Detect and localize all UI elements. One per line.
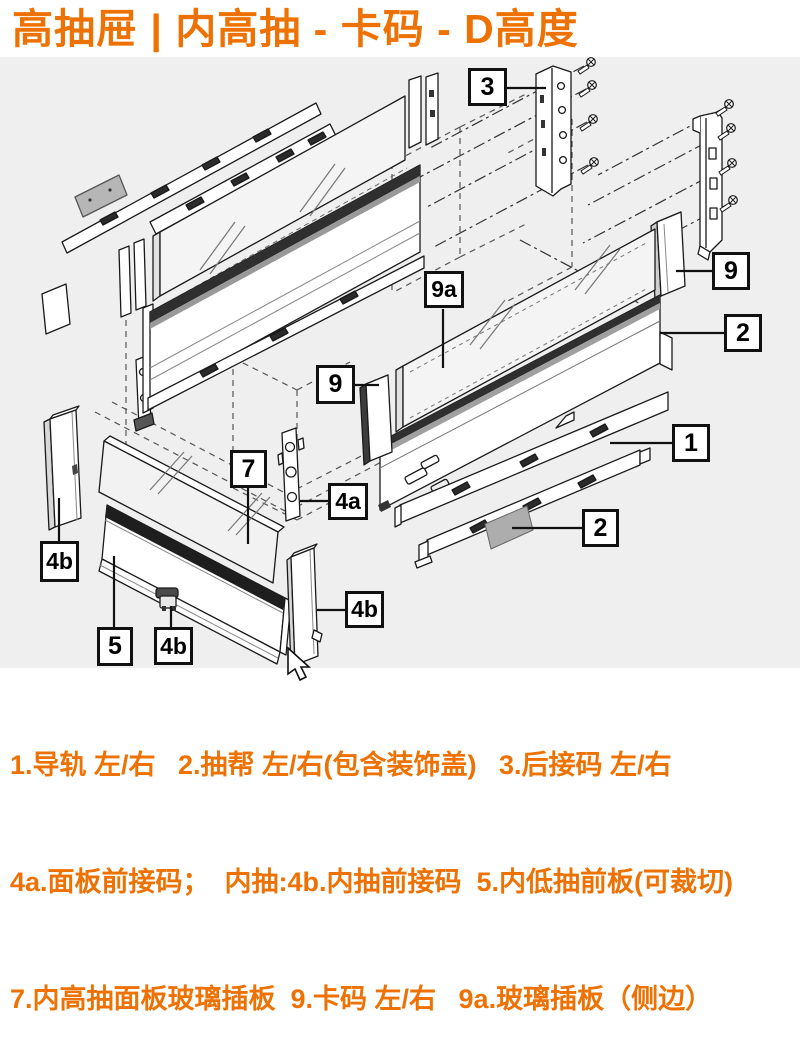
rear-bracket-left	[535, 65, 572, 197]
mounting-plate	[74, 174, 128, 218]
callout-9-top: 9	[712, 252, 750, 290]
side-glass-left	[152, 95, 408, 306]
inner-drawer-assembly	[378, 228, 673, 569]
callout-4b-mid: 4b	[154, 627, 193, 665]
callout-1: 1	[672, 424, 710, 462]
rear-bracket-left-group	[535, 65, 572, 197]
inner-front-panel-5	[98, 504, 292, 665]
decor-cover-plate	[484, 505, 534, 550]
legend-line-3: 7.内高抽面板玻璃插板 9.卡码 左/右 9a.玻璃插板（侧边）	[10, 984, 713, 1014]
callout-2-bottom: 2	[582, 509, 619, 547]
front-glass-insert-7	[98, 435, 285, 584]
callout-2-right: 2	[724, 314, 762, 352]
callout-4b-right: 4b	[345, 591, 384, 628]
page-title: 高抽屉 | 内高抽 - 卡码 - D高度	[12, 6, 579, 52]
drawer-side-panel-right	[378, 294, 673, 512]
callout-3: 3	[468, 68, 507, 106]
callout-4a: 4a	[328, 483, 368, 520]
callout-9a: 9a	[424, 271, 464, 308]
clamp-block-left	[359, 374, 393, 466]
callout-9-mid: 9	[316, 365, 355, 404]
callout-7: 7	[230, 450, 267, 488]
callout-leader-lines	[57, 86, 726, 629]
cabinet-rail-2	[414, 447, 651, 569]
inner-front-bracket-left-4b	[43, 405, 82, 531]
inner-front-parts	[43, 405, 323, 669]
mouse-cursor	[287, 646, 312, 682]
legend-line-2: 4a.面板前接码； 内抽:4b.内抽前接码 5.内低抽前板(可裁切)	[10, 867, 734, 897]
page: { "title": "高抽屉 | 内高抽 - 卡码 - D高度", "colo…	[0, 6, 800, 1014]
exploded-assembly-diagram	[0, 57, 800, 682]
clamp-block-right	[650, 211, 686, 301]
left-drawer-assembly	[41, 72, 439, 432]
runner-rail-1	[394, 391, 669, 528]
drawer-side-panel-left	[142, 164, 425, 414]
callout-4b-left: 4b	[40, 541, 79, 582]
inner-front-clip-4b	[155, 587, 179, 611]
front-bracket-4a	[277, 427, 305, 522]
side-glass-insert-9a	[395, 228, 656, 433]
legend-line-1: 1.导轨 左/右 2.抽帮 左/右(包含装饰盖) 3.后接码 左/右	[10, 750, 672, 780]
callout-5: 5	[97, 627, 133, 666]
parts-legend: 1.导轨 左/右 2.抽帮 左/右(包含装饰盖) 3.后接码 左/右 4a.面板…	[10, 668, 798, 1058]
